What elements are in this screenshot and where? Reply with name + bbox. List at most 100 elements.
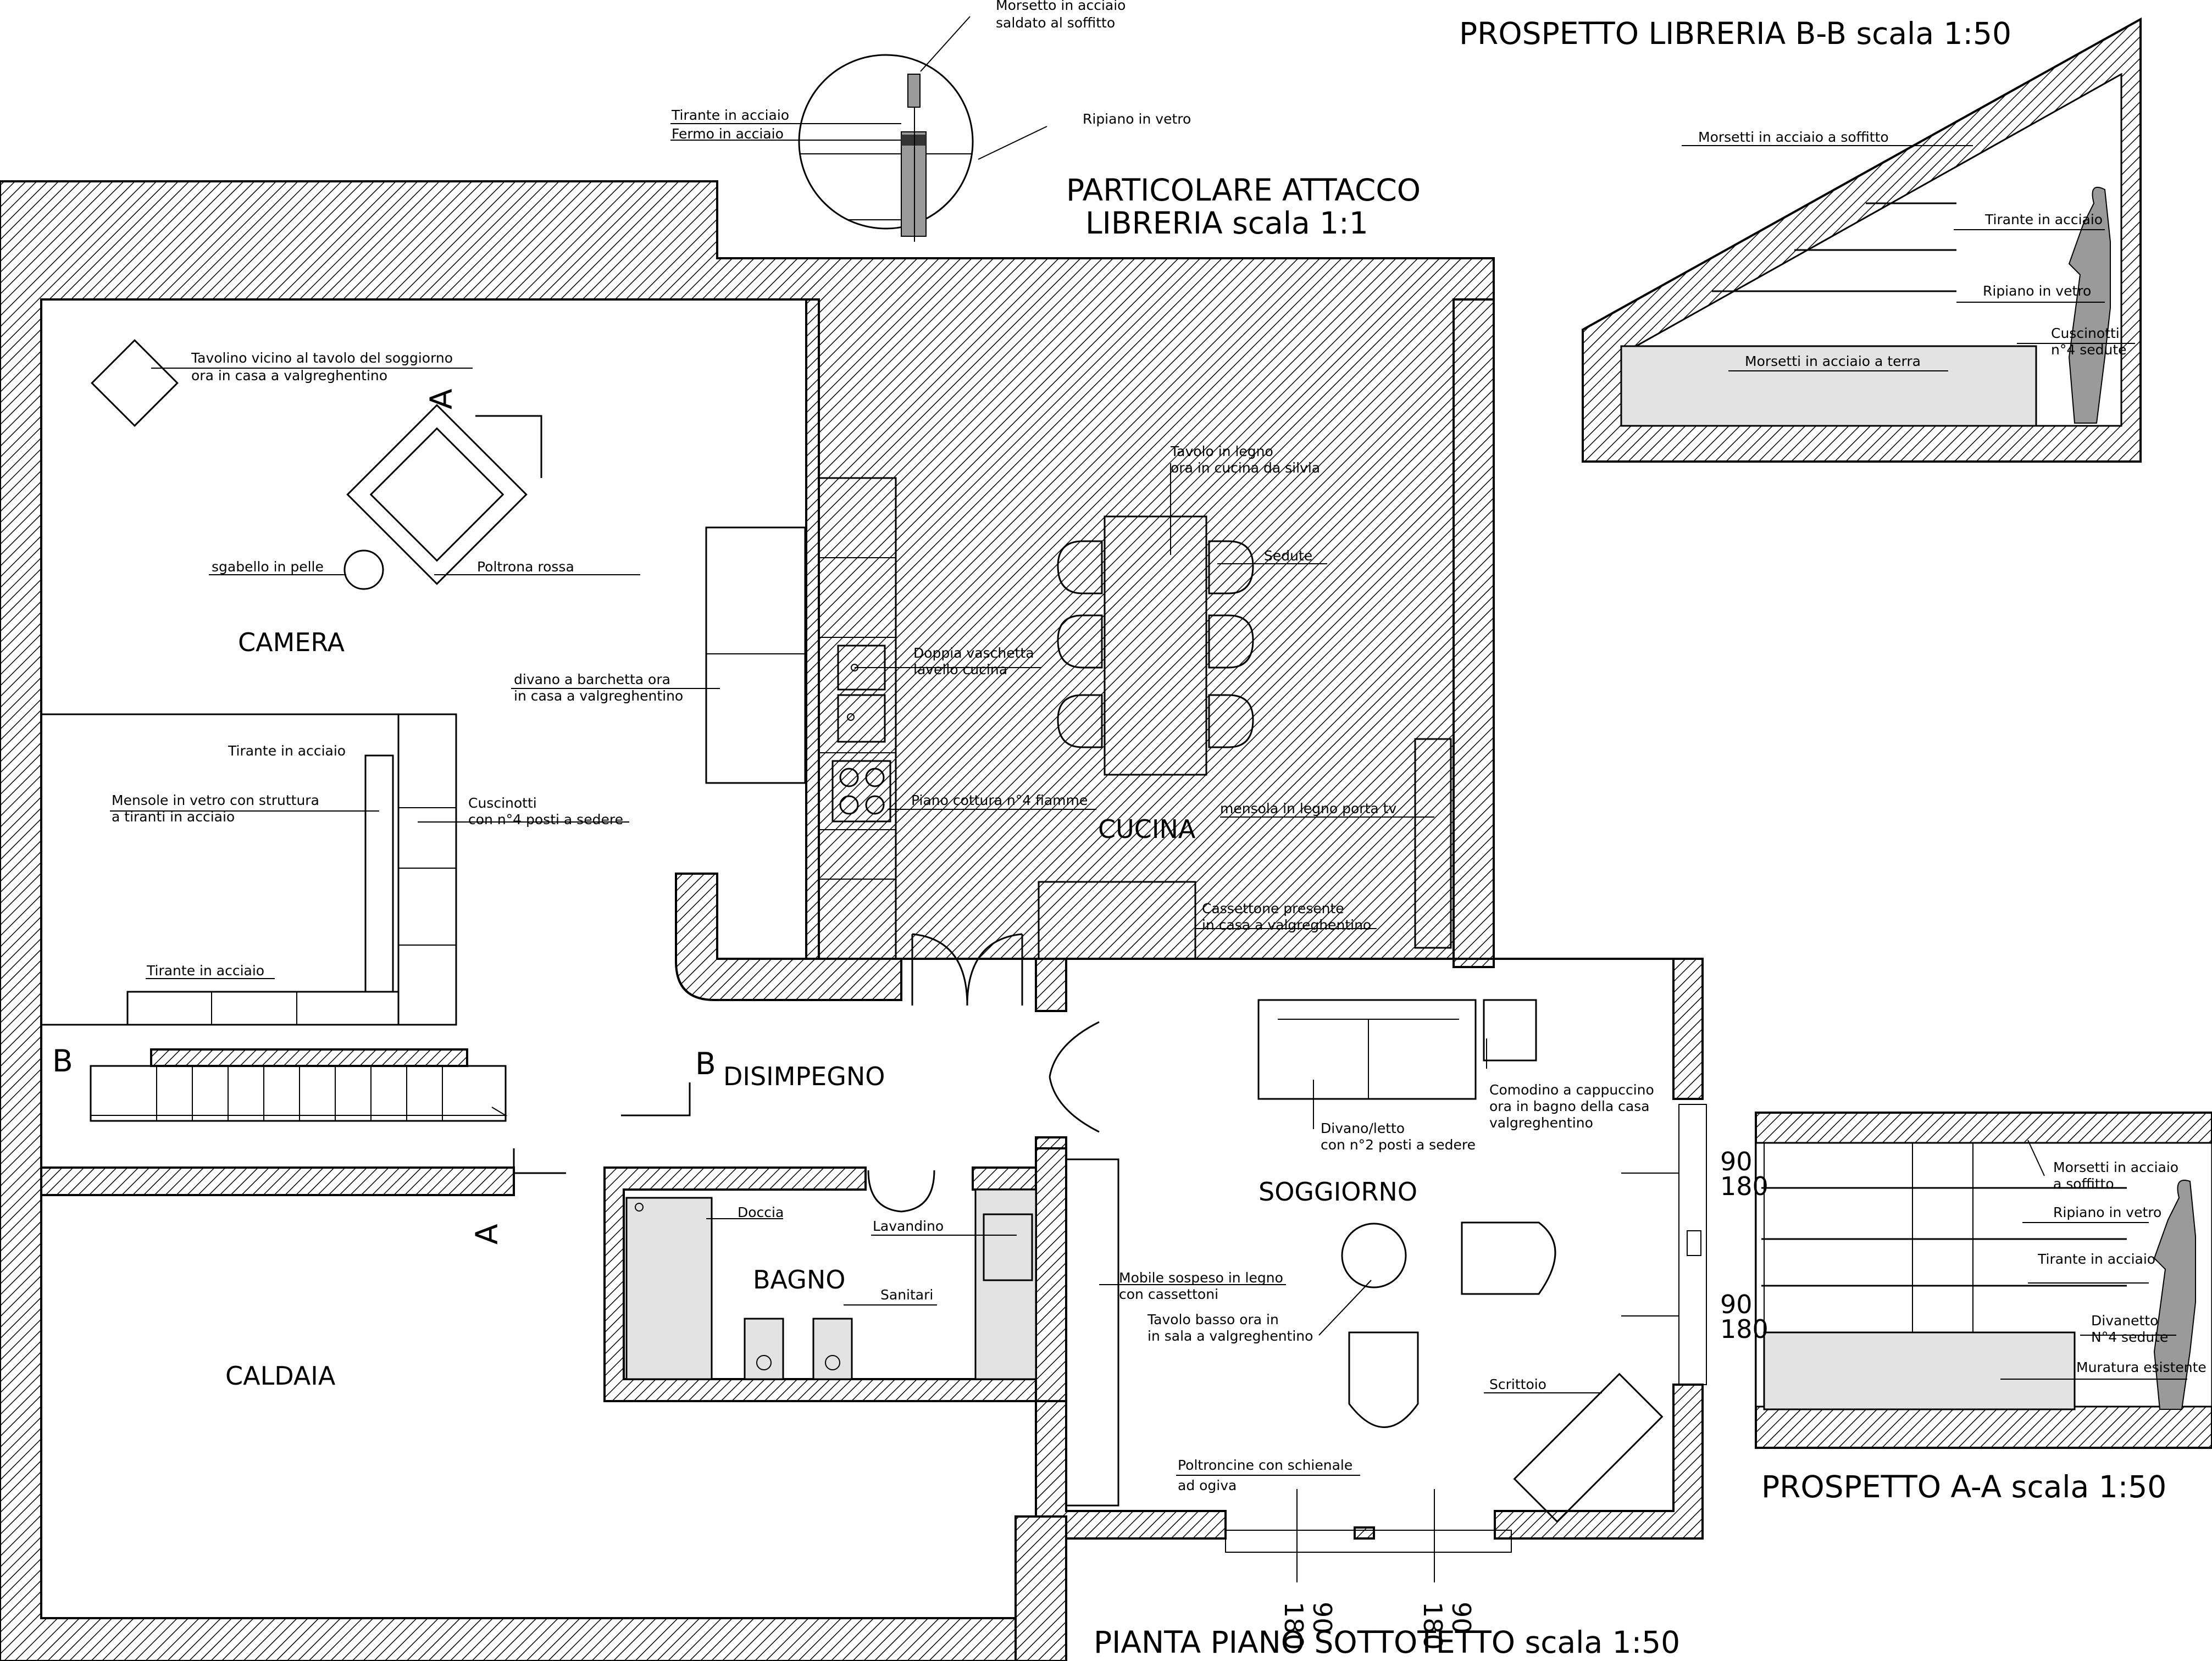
label-tirante-bb: Tirante in acciaio xyxy=(1984,212,2103,227)
dim-90-bottom-1: 90 xyxy=(1307,1602,1337,1634)
label-tirante-camera: Tirante in acciaio xyxy=(228,743,346,759)
soggiorno-furniture xyxy=(1065,999,1707,1582)
dim-180-bottom-2: 180 xyxy=(1418,1602,1448,1650)
label-poltroncine-2: ad ogiva xyxy=(1178,1477,1237,1493)
title-particolare-1: PARTICOLARE ATTACCO xyxy=(1066,173,1421,208)
label-muratura: Muratura esistente xyxy=(2076,1359,2207,1375)
label-lavandino: Lavandino xyxy=(873,1218,944,1234)
label-morsetti-aa-1: Morsetti in acciaio xyxy=(2053,1159,2178,1175)
tavolino-symbol xyxy=(91,339,179,427)
cassettone-symbol xyxy=(1038,881,1196,960)
label-cuscinotti-bb-2: n°4 sedute xyxy=(2051,342,2127,358)
room-caldaia: CALDAIA xyxy=(225,1361,336,1391)
label-ripiano-aa: Ripiano in vetro xyxy=(2053,1204,2161,1220)
label-ripiano-bb: Ripiano in vetro xyxy=(1983,283,2091,299)
dim-90-bottom-2: 90 xyxy=(1446,1602,1476,1634)
title-prospetto-aa: PROSPETTO A-A scala 1:50 xyxy=(1761,1469,2166,1504)
label-mensola-tv: mensola in legno porta tv xyxy=(1220,801,1396,816)
sanitari-1-symbol xyxy=(744,1318,784,1380)
label-tavolo-legno-1: Tavolo in legno xyxy=(1170,443,1273,459)
label-divanetto-1: Divanetto xyxy=(2091,1313,2158,1329)
poltroncina-2-symbol xyxy=(1348,1331,1419,1428)
tavolo-legno-symbol xyxy=(1104,515,1207,776)
label-sgabello: sgabello in pelle xyxy=(212,559,324,575)
camera-furniture xyxy=(40,339,691,1174)
label-morsetti-soffitto: Morsetti in acciaio a soffitto xyxy=(1698,129,1889,145)
label-divano-letto-1: Divano/letto xyxy=(1321,1120,1405,1136)
label-mobile-2: con cassettoni xyxy=(1119,1286,1218,1302)
floor-plan-walls xyxy=(0,180,1704,1661)
dim-90-top: 90 xyxy=(1720,1147,1753,1176)
label-divano-letto-2: con n°2 posti a sedere xyxy=(1321,1137,1476,1153)
label-cuscinotti-2: con n°4 posti a sedere xyxy=(468,812,623,827)
poltrona-symbol xyxy=(346,404,528,585)
sgabello-symbol xyxy=(343,549,384,590)
label-cuscinotti-1: Cuscinotti xyxy=(468,795,537,811)
label-tavolo-basso-1: Tavolo basso ora in xyxy=(1147,1312,1279,1327)
divano-letto-symbol xyxy=(1257,999,1477,1100)
label-fermo: Fermo in acciaio xyxy=(672,126,784,142)
label-vaschetta-2: lavello cucina xyxy=(913,662,1007,677)
scrittoio-symbol xyxy=(1513,1373,1664,1523)
tavolo-basso-symbol xyxy=(1341,1223,1407,1288)
piano-cottura-symbol xyxy=(831,760,891,823)
label-tirante-aa: Tirante in acciaio xyxy=(2037,1251,2155,1267)
label-comodino-1: Comodino a cappuccino xyxy=(1489,1082,1654,1098)
title-pianta: PIANTA PIANO SOTTOTETTO scala 1:50 xyxy=(1094,1625,1680,1660)
label-tavolo-basso-2: in sala a valgreghentino xyxy=(1147,1328,1313,1344)
label-morsetto-1: Morsetto in acciaio xyxy=(996,0,1126,13)
label-sedute: Sedute xyxy=(1264,548,1312,564)
label-tirante-basso: Tirante in acciaio xyxy=(146,963,264,979)
title-particolare-2: LIBRERIA scala 1:1 xyxy=(1085,205,1368,241)
label-morsetto-2: saldato al soffitto xyxy=(996,15,1115,31)
label-divanetto-2: N°4 sedute xyxy=(2091,1329,2168,1345)
room-camera: CAMERA xyxy=(238,627,345,657)
label-tirante-detail: Tirante in acciaio xyxy=(671,107,789,123)
room-bagno: BAGNO xyxy=(753,1265,845,1295)
label-cassettone-1: Cassettone presente xyxy=(1202,901,1344,916)
human-figure-aa xyxy=(2153,1180,2196,1410)
label-mensole-1: Mensole in vetro con struttura xyxy=(112,792,319,808)
sedute-symbols xyxy=(1057,540,1254,748)
dim-180-top: 180 xyxy=(1720,1171,1769,1201)
human-figure-bb xyxy=(2068,186,2111,424)
label-vaschetta-1: Doppia vaschetta xyxy=(913,645,1034,661)
label-divano-barchetta-2: in casa a valgreghentino xyxy=(514,688,683,704)
title-prospetto-bb: PROSPETTO LIBRERIA B-B scala 1:50 xyxy=(1459,16,2011,51)
label-comodino-3: valgreghentino xyxy=(1489,1115,1593,1131)
section-mark-a-bottom: A xyxy=(469,1224,505,1245)
label-mobile-1: Mobile sospeso in legno xyxy=(1119,1270,1283,1286)
mobile-sospeso-symbol xyxy=(1065,1158,1119,1507)
section-mark-b-left: B xyxy=(52,1043,73,1079)
leader-lines xyxy=(110,16,2187,1476)
label-cuscinotti-bb-1: Cuscinotti xyxy=(2051,325,2120,341)
label-poltroncine-1: Poltroncine con schienale xyxy=(1178,1457,1352,1473)
label-comodino-2: ora in bagno della casa xyxy=(1489,1098,1650,1114)
label-poltrona: Poltrona rossa xyxy=(477,559,574,575)
section-mark-b-right: B xyxy=(695,1046,716,1081)
label-divano-barchetta-1: divano a barchetta ora xyxy=(514,671,670,687)
doccia-symbol xyxy=(625,1197,713,1380)
text-layer: PIANTA PIANO SOTTOTETTO scala 1:50 PARTI… xyxy=(52,0,2207,1660)
label-piano-cottura: Piano cottura n°4 fiamme xyxy=(911,792,1088,808)
label-sanitari: Sanitari xyxy=(880,1287,933,1303)
room-cucina: CUCINA xyxy=(1098,814,1196,844)
dim-180-bottom-1: 180 xyxy=(1279,1602,1309,1650)
dim-180-mid: 180 xyxy=(1720,1314,1769,1344)
comodino-symbol xyxy=(1483,999,1537,1062)
label-tavolo-legno-2: ora in cucina da silvia xyxy=(1171,460,1320,476)
label-morsetti-aa-2: a soffitto xyxy=(2053,1176,2114,1192)
label-doccia: Doccia xyxy=(738,1204,784,1220)
label-scrittoio: Scrittoio xyxy=(1489,1376,1546,1392)
lavandino-symbol xyxy=(974,1188,1037,1380)
prospetto-aa xyxy=(1755,1112,2212,1449)
room-disimpegno: DISIMPEGNO xyxy=(723,1062,885,1091)
section-mark-a-top: A xyxy=(424,388,459,409)
label-tavolino-2: ora in casa a valgreghentino xyxy=(191,368,387,384)
poltroncina-1-symbol xyxy=(1461,1221,1556,1295)
room-soggiorno: SOGGIORNO xyxy=(1259,1177,1417,1207)
label-ripiano-detail: Ripiano in vetro xyxy=(1083,111,1191,127)
label-cassettone-2: in casa a valgreghentino xyxy=(1202,917,1371,933)
prospetto-bb xyxy=(1582,17,2142,463)
